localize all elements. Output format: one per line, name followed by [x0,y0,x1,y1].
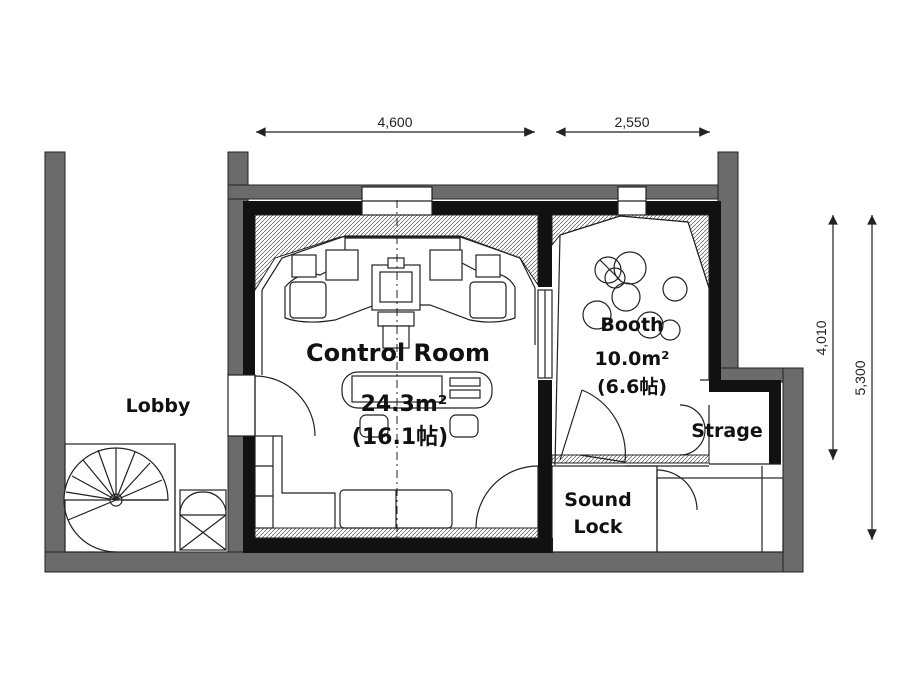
sound-lock-line1: Sound [564,489,631,511]
booth-tatami: (6.6帖) [597,375,667,398]
sound-lock-line2: Lock [573,516,622,538]
booth-area: 10.0m² [595,348,670,370]
booth-name: Booth [600,314,663,336]
dimension-top-right: 2,550 [614,114,649,130]
storage-name: Strage [691,420,762,442]
sound-lock-area [551,463,784,553]
dimension-lines [256,127,877,540]
doors [227,374,710,529]
dimension-top-left: 4,600 [377,114,412,130]
lobby-name: Lobby [126,395,191,417]
spiral-stair-icon [63,447,169,553]
cabinet-icon [179,489,227,551]
acoustic-panels [254,214,710,539]
dimension-right-inner: 4,010 [813,320,829,355]
outer-walls [44,151,804,573]
control-room-tatami: (16.1帖) [352,425,448,450]
control-room-area: 24.3m² [361,392,448,417]
control-room-name: Control Room [306,339,490,367]
booth-interior [554,215,710,466]
control-room-furniture [254,186,647,529]
dimension-right-outer: 5,300 [852,360,868,395]
lobby-fixtures [63,443,227,553]
